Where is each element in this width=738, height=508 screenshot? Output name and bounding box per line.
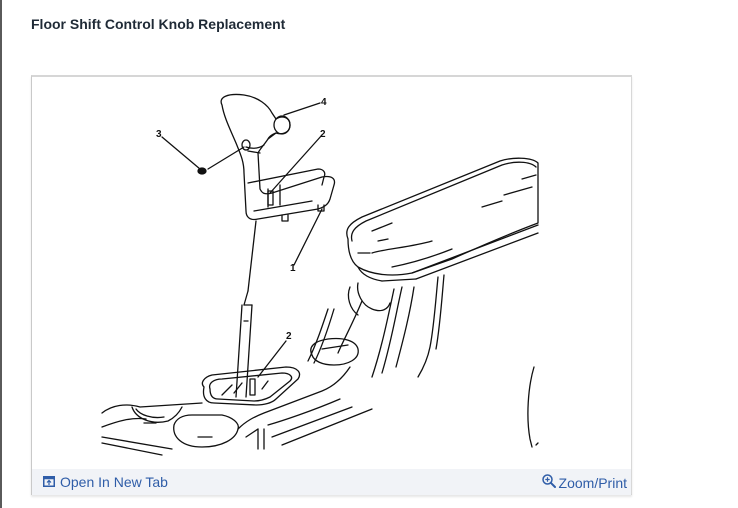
left-border-rule [0,0,2,508]
callout-2-bottom: 2 [286,331,292,342]
zoom-in-icon [541,474,556,491]
shift-knob-diagram: 3 4 2 1 2 [101,93,539,456]
figure-footer: Open In New Tab Zoom/Print [32,469,631,495]
callout-3: 3 [156,129,162,140]
page-title: Floor Shift Control Knob Replacement [31,16,286,32]
diagram-image[interactable]: 3 4 2 1 2 [32,77,631,469]
open-in-new-tab-label: Open In New Tab [60,474,168,490]
zoom-print-link[interactable]: Zoom/Print [541,474,627,491]
open-in-new-tab-icon [43,474,55,490]
zoom-print-label: Zoom/Print [558,474,627,491]
open-in-new-tab-link[interactable]: Open In New Tab [43,474,168,490]
callout-4: 4 [321,97,327,108]
figure-card: 3 4 2 1 2 Open In New Tab [31,75,632,495]
callout-2-top: 2 [320,129,326,140]
callout-1: 1 [290,263,296,274]
